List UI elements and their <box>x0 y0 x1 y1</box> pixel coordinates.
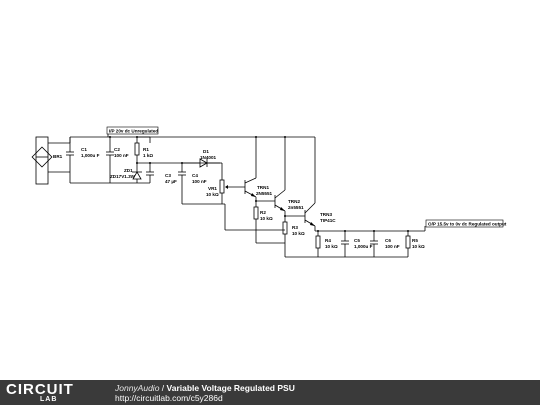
capacitor-c5 <box>341 231 349 257</box>
circuitlab-logo[interactable]: CIRCUIT LAB <box>6 382 94 404</box>
transistor-trn3 <box>304 202 316 231</box>
r2-label: R2 <box>260 210 266 215</box>
r3-value: 10 kΩ <box>292 231 305 236</box>
potentiometer-vr1 <box>219 163 245 204</box>
schematic-canvas: BR1 C1 1,000u F C2 100 nF I/P 20v dc Unr… <box>31 126 507 258</box>
schematic: BR1 C1 1,000u F C2 100 nF I/P 20v dc Unr… <box>31 126 507 258</box>
trn2-label: TRN2 <box>288 199 300 204</box>
trn1-label: TRN1 <box>257 185 269 190</box>
c1-label: C1 <box>81 147 87 152</box>
transistor-trn2 <box>274 189 286 222</box>
output-tag-text: O/P 15.5v to 0v dc Regulated output <box>428 222 507 227</box>
c6-value: 100 nF <box>385 244 400 249</box>
c1-value: 1,000u F <box>81 153 100 158</box>
input-tag-text: I/P 20v dc Unregulated <box>109 129 158 134</box>
r4-label: R4 <box>325 238 331 243</box>
trn3-label: TRN3 <box>320 212 332 217</box>
c3-label: C3 <box>165 173 171 178</box>
trn1-value: 2N5551 <box>256 191 273 196</box>
circuit-info: JonnyAudio / Variable Voltage Regulated … <box>115 383 295 403</box>
capacitor-c1 <box>66 137 74 172</box>
d1-label: D1 <box>203 149 209 154</box>
resistor-r4 <box>315 231 321 257</box>
logo-sub-text: LAB <box>40 396 58 403</box>
transistor-trn1 <box>244 177 257 207</box>
input-voltage-tag: I/P 20v dc Unregulated <box>106 126 158 137</box>
d1-value: 1N4001 <box>200 155 217 160</box>
circuit-title: Variable Voltage Regulated PSU <box>166 383 295 393</box>
r3-label: R3 <box>292 225 298 230</box>
c2-label: C2 <box>114 147 120 152</box>
trn2-value: 2n5551 <box>288 205 304 210</box>
capacitor-c3 <box>146 163 154 183</box>
r5-label: R5 <box>412 238 418 243</box>
c4-value: 100 nF <box>192 179 207 184</box>
r1-value: 1 kΩ <box>143 153 153 158</box>
output-voltage-tag: O/P 15.5v to 0v dc Regulated output <box>424 219 507 231</box>
zd1-label: ZD1 <box>124 168 133 173</box>
footer-bar: CIRCUIT LAB JonnyAudio / Variable Voltag… <box>0 380 540 405</box>
br1-label: BR1 <box>53 154 63 159</box>
capacitor-c2 <box>106 137 114 183</box>
r1-label: R1 <box>143 147 149 152</box>
r5-value: 10 kΩ <box>412 244 425 249</box>
trn3-value: TIP41C <box>320 218 336 223</box>
capacitor-c6 <box>370 231 378 257</box>
c2-value: 100 nF <box>114 153 129 158</box>
circuit-url[interactable]: http://circuitlab.com/c5y286d <box>115 393 223 403</box>
bridge-rectifier-br1 <box>31 136 70 185</box>
capacitor-c4 <box>178 163 186 204</box>
title-separator: / <box>159 383 167 393</box>
c4-label: C4 <box>192 173 198 178</box>
vr1-label: VR1 <box>208 186 217 191</box>
r4-value: 10 kΩ <box>325 244 338 249</box>
zener-diode-zd1 <box>132 163 142 183</box>
resistor-r3 <box>282 221 288 243</box>
resistor-r2 <box>253 206 259 230</box>
vr1-value: 10 kΩ <box>206 192 219 197</box>
zd1-value: ZD17V1.3W <box>110 174 136 179</box>
diode-d1 <box>182 158 222 168</box>
r2-value: 10 kΩ <box>260 216 273 221</box>
c5-label: C5 <box>354 238 360 243</box>
logo-main-text: CIRCUIT <box>6 381 74 398</box>
c3-value: 47 µF <box>165 179 177 184</box>
c6-label: C6 <box>385 238 391 243</box>
resistor-r1 <box>134 137 140 163</box>
c5-value: 1,000u F <box>354 244 373 249</box>
resistor-r5 <box>405 231 411 257</box>
author-link[interactable]: JonnyAudio <box>115 383 160 393</box>
